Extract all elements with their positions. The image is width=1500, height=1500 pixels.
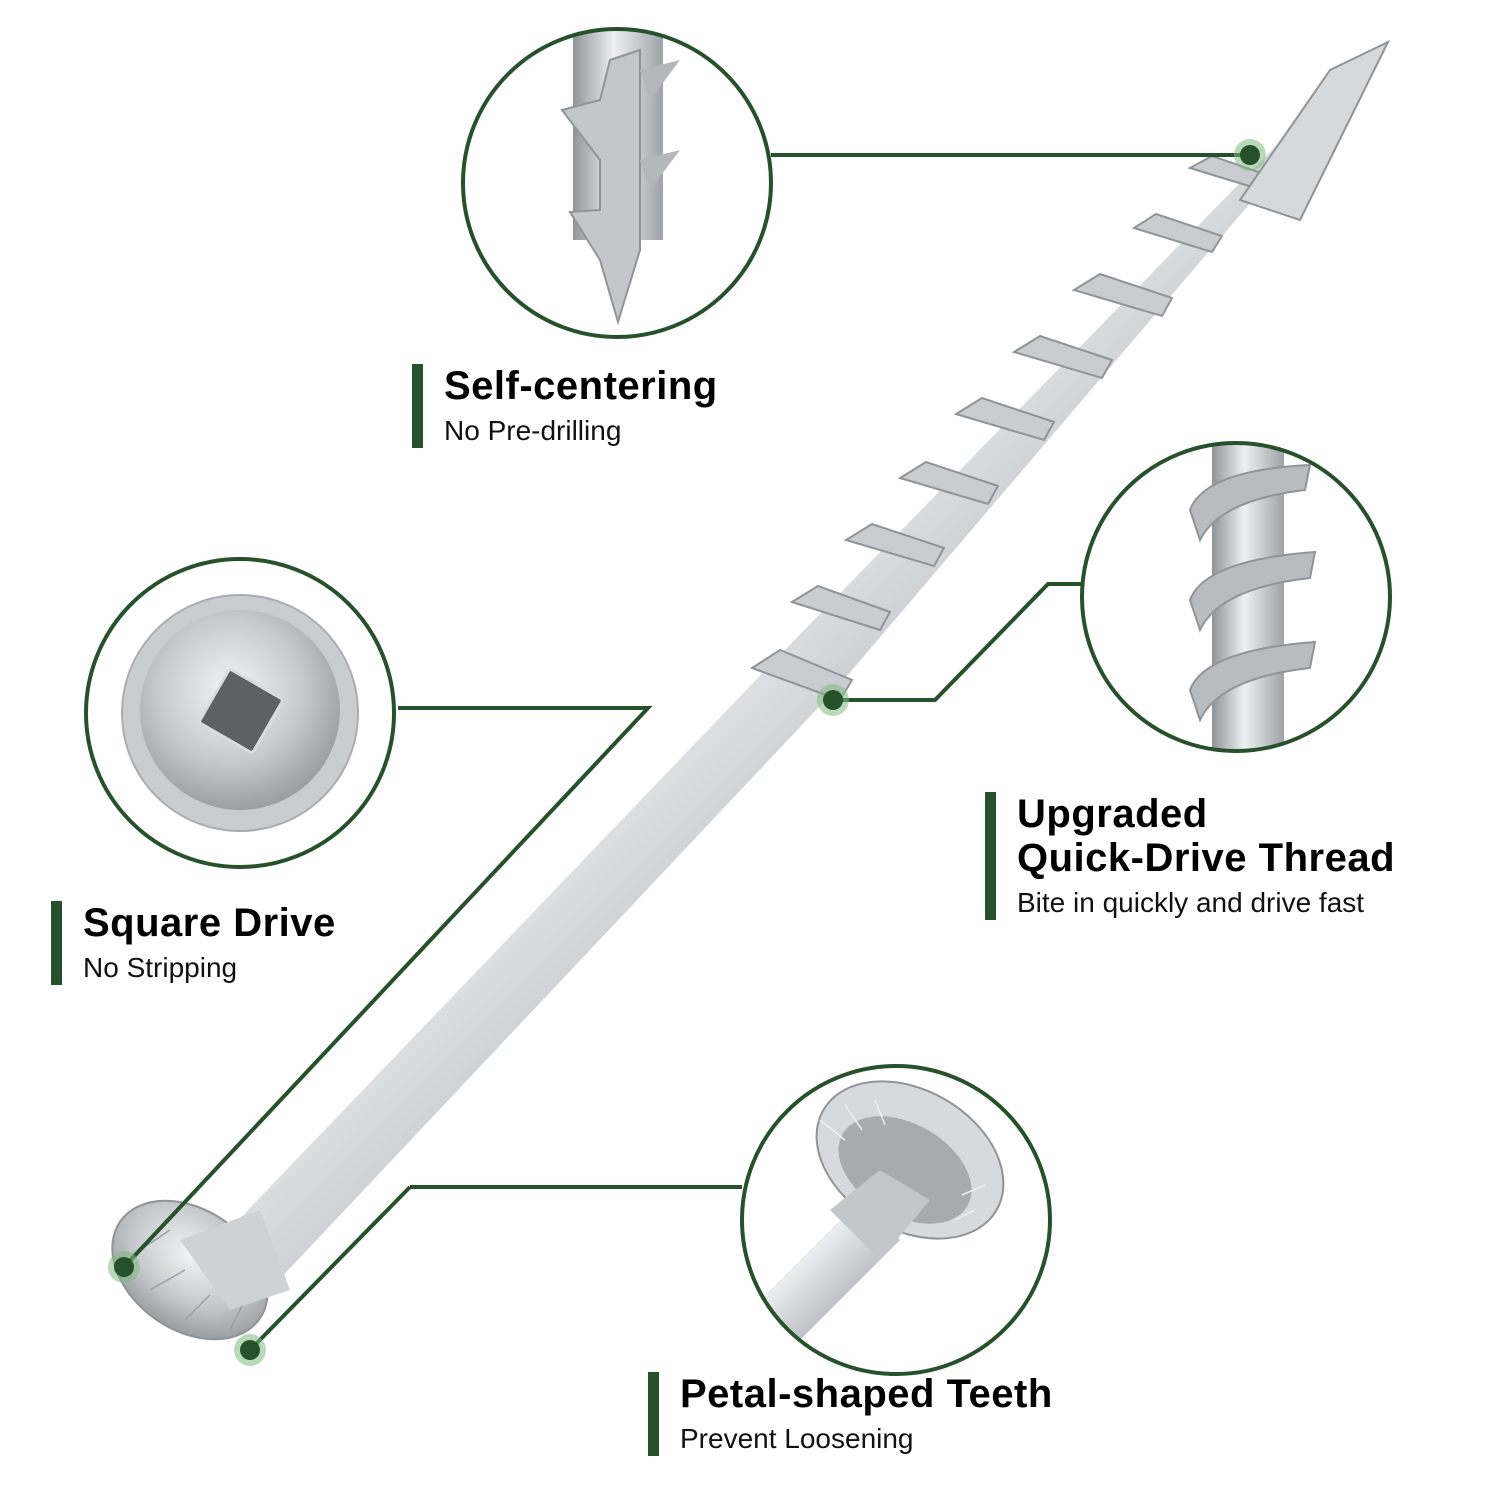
feature-title-line2: Quick-Drive Thread bbox=[1017, 836, 1396, 880]
feature-subtitle: Bite in quickly and drive fast bbox=[1017, 887, 1365, 918]
feature-title: Self-centering bbox=[444, 364, 718, 408]
accent-bar bbox=[648, 1372, 659, 1456]
feature-title: Square Drive bbox=[83, 901, 336, 945]
accent-bar bbox=[412, 364, 423, 448]
serrated-head-icon bbox=[740, 1064, 1052, 1376]
feature-subtitle: No Stripping bbox=[83, 952, 238, 983]
main-screw bbox=[111, 39, 1391, 1341]
callout-self-centering: Self-centering No Pre-drilling bbox=[412, 364, 718, 448]
accent-bar bbox=[51, 901, 62, 985]
feature-subtitle: Prevent Loosening bbox=[680, 1423, 914, 1454]
feature-title-line1: Upgraded bbox=[1017, 792, 1208, 836]
callout-square-drive: Square Drive No Stripping bbox=[51, 901, 336, 985]
accent-bar bbox=[985, 792, 996, 920]
callout-petal-shaped-teeth: Petal-shaped Teeth Prevent Loosening bbox=[648, 1372, 1053, 1456]
leader-lines bbox=[122, 153, 1250, 1352]
callout-markers bbox=[108, 139, 1266, 1366]
callout-quick-drive-thread: Upgraded Quick-Drive Thread Bite in quic… bbox=[985, 792, 1395, 920]
screw-tip-icon bbox=[461, 27, 773, 339]
thread-icon bbox=[1080, 441, 1392, 753]
feature-title: Petal-shaped Teeth bbox=[680, 1372, 1053, 1416]
feature-subtitle: No Pre-drilling bbox=[444, 415, 622, 446]
square-drive-head-icon bbox=[84, 557, 396, 869]
